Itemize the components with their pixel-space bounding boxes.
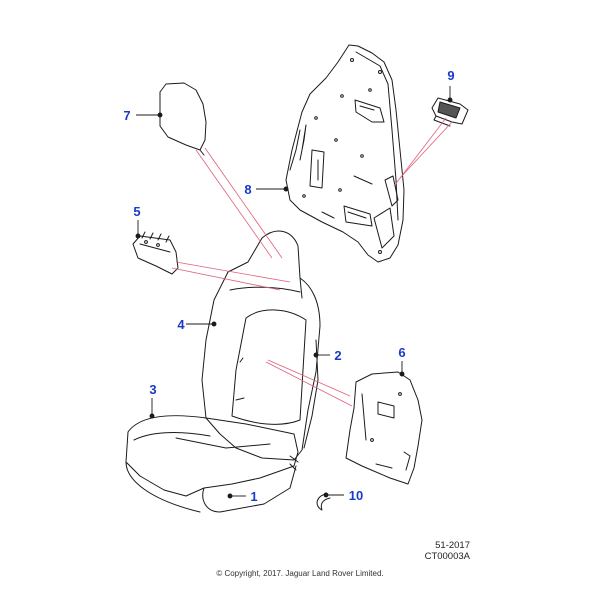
callout-2: 2 (334, 348, 341, 363)
red-association-lines (171, 117, 453, 407)
callout-7: 7 (123, 108, 130, 123)
drawing-code: CT00003A (424, 551, 470, 562)
part-10-hook (316, 493, 331, 511)
part-6-back-panel (345, 371, 423, 485)
callout-6: 6 (398, 345, 405, 360)
part-9-clip (431, 97, 469, 127)
callout-labels: 7 8 9 5 4 2 6 3 1 10 (123, 68, 454, 504)
callout-10: 10 (349, 488, 363, 503)
part-3-seat-cushion (125, 415, 299, 513)
drawing-reference: 51-2017 CT00003A (410, 540, 470, 562)
part-7-headrest-trim (159, 82, 207, 156)
callout-1: 1 (250, 489, 257, 504)
callout-4: 4 (177, 317, 185, 332)
date-code: 51-2017 (435, 540, 470, 551)
part-2-side-trim (303, 339, 319, 449)
callout-8: 8 (244, 182, 251, 197)
callout-3: 3 (149, 382, 156, 397)
callout-9: 9 (447, 68, 454, 83)
leader-lines (135, 86, 453, 499)
part-8-seat-back-frame (285, 44, 405, 263)
part-5-side-bolster (132, 231, 179, 275)
callout-5: 5 (133, 204, 140, 219)
part-4-seat-back (201, 230, 321, 461)
copyright-notice: © Copyright, 2017. Jaguar Land Rover Lim… (216, 569, 384, 578)
